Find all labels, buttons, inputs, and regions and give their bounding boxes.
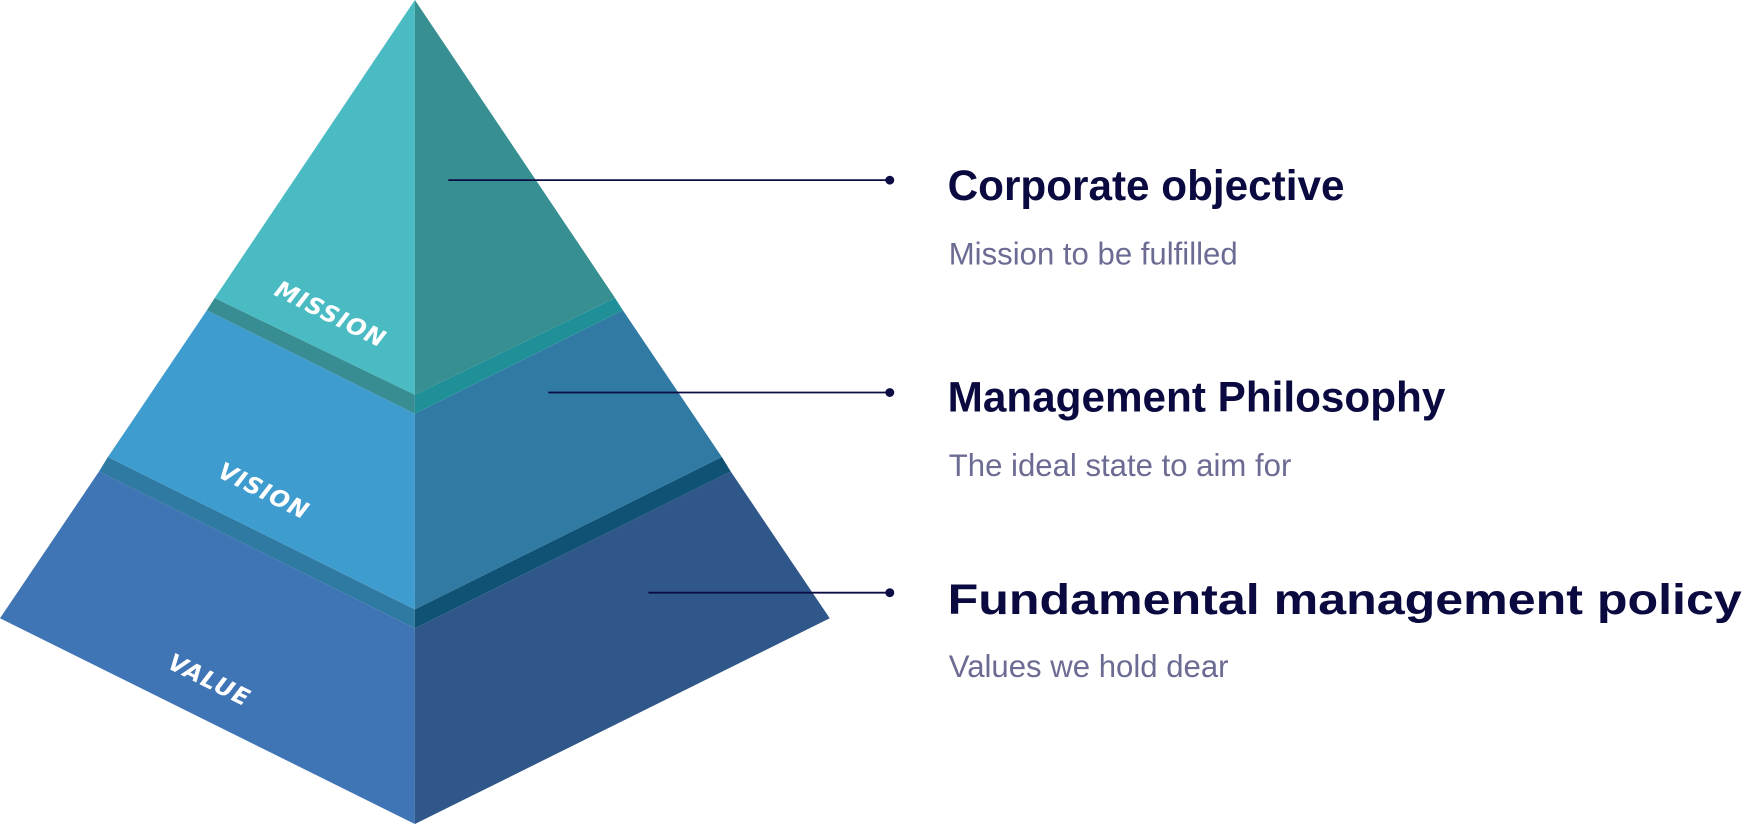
connector-vision xyxy=(548,388,895,397)
vision-band-left xyxy=(98,457,415,629)
mission-subtitle: Mission to be fulfilled xyxy=(949,237,1238,272)
mission-title: Corporate objective xyxy=(948,162,1345,209)
vision-band-right xyxy=(414,457,731,629)
vision-right-face xyxy=(414,310,722,610)
vision-subtitle: The ideal state to aim for xyxy=(949,448,1292,483)
value-subtitle: Values we hold dear xyxy=(949,649,1229,684)
connector-mission xyxy=(448,175,895,185)
value-left-face xyxy=(0,471,415,824)
mission-band-left xyxy=(206,298,415,414)
vision-left-face xyxy=(107,310,415,610)
value-right-face xyxy=(414,471,830,824)
mission-left-face xyxy=(214,0,415,395)
connector-dot xyxy=(885,175,895,185)
pyramid-tier-vision: VISION xyxy=(107,310,722,610)
mission-band-right xyxy=(414,298,623,414)
vision-title: Management Philosophy xyxy=(948,373,1446,420)
connector-dot xyxy=(885,388,895,397)
connector-value xyxy=(648,588,895,598)
connector-dot xyxy=(885,588,895,598)
pyramid-tier-value: VALUE xyxy=(0,471,830,824)
mission-right-face xyxy=(414,0,616,395)
value-title: Fundamental management policy xyxy=(948,576,1743,623)
